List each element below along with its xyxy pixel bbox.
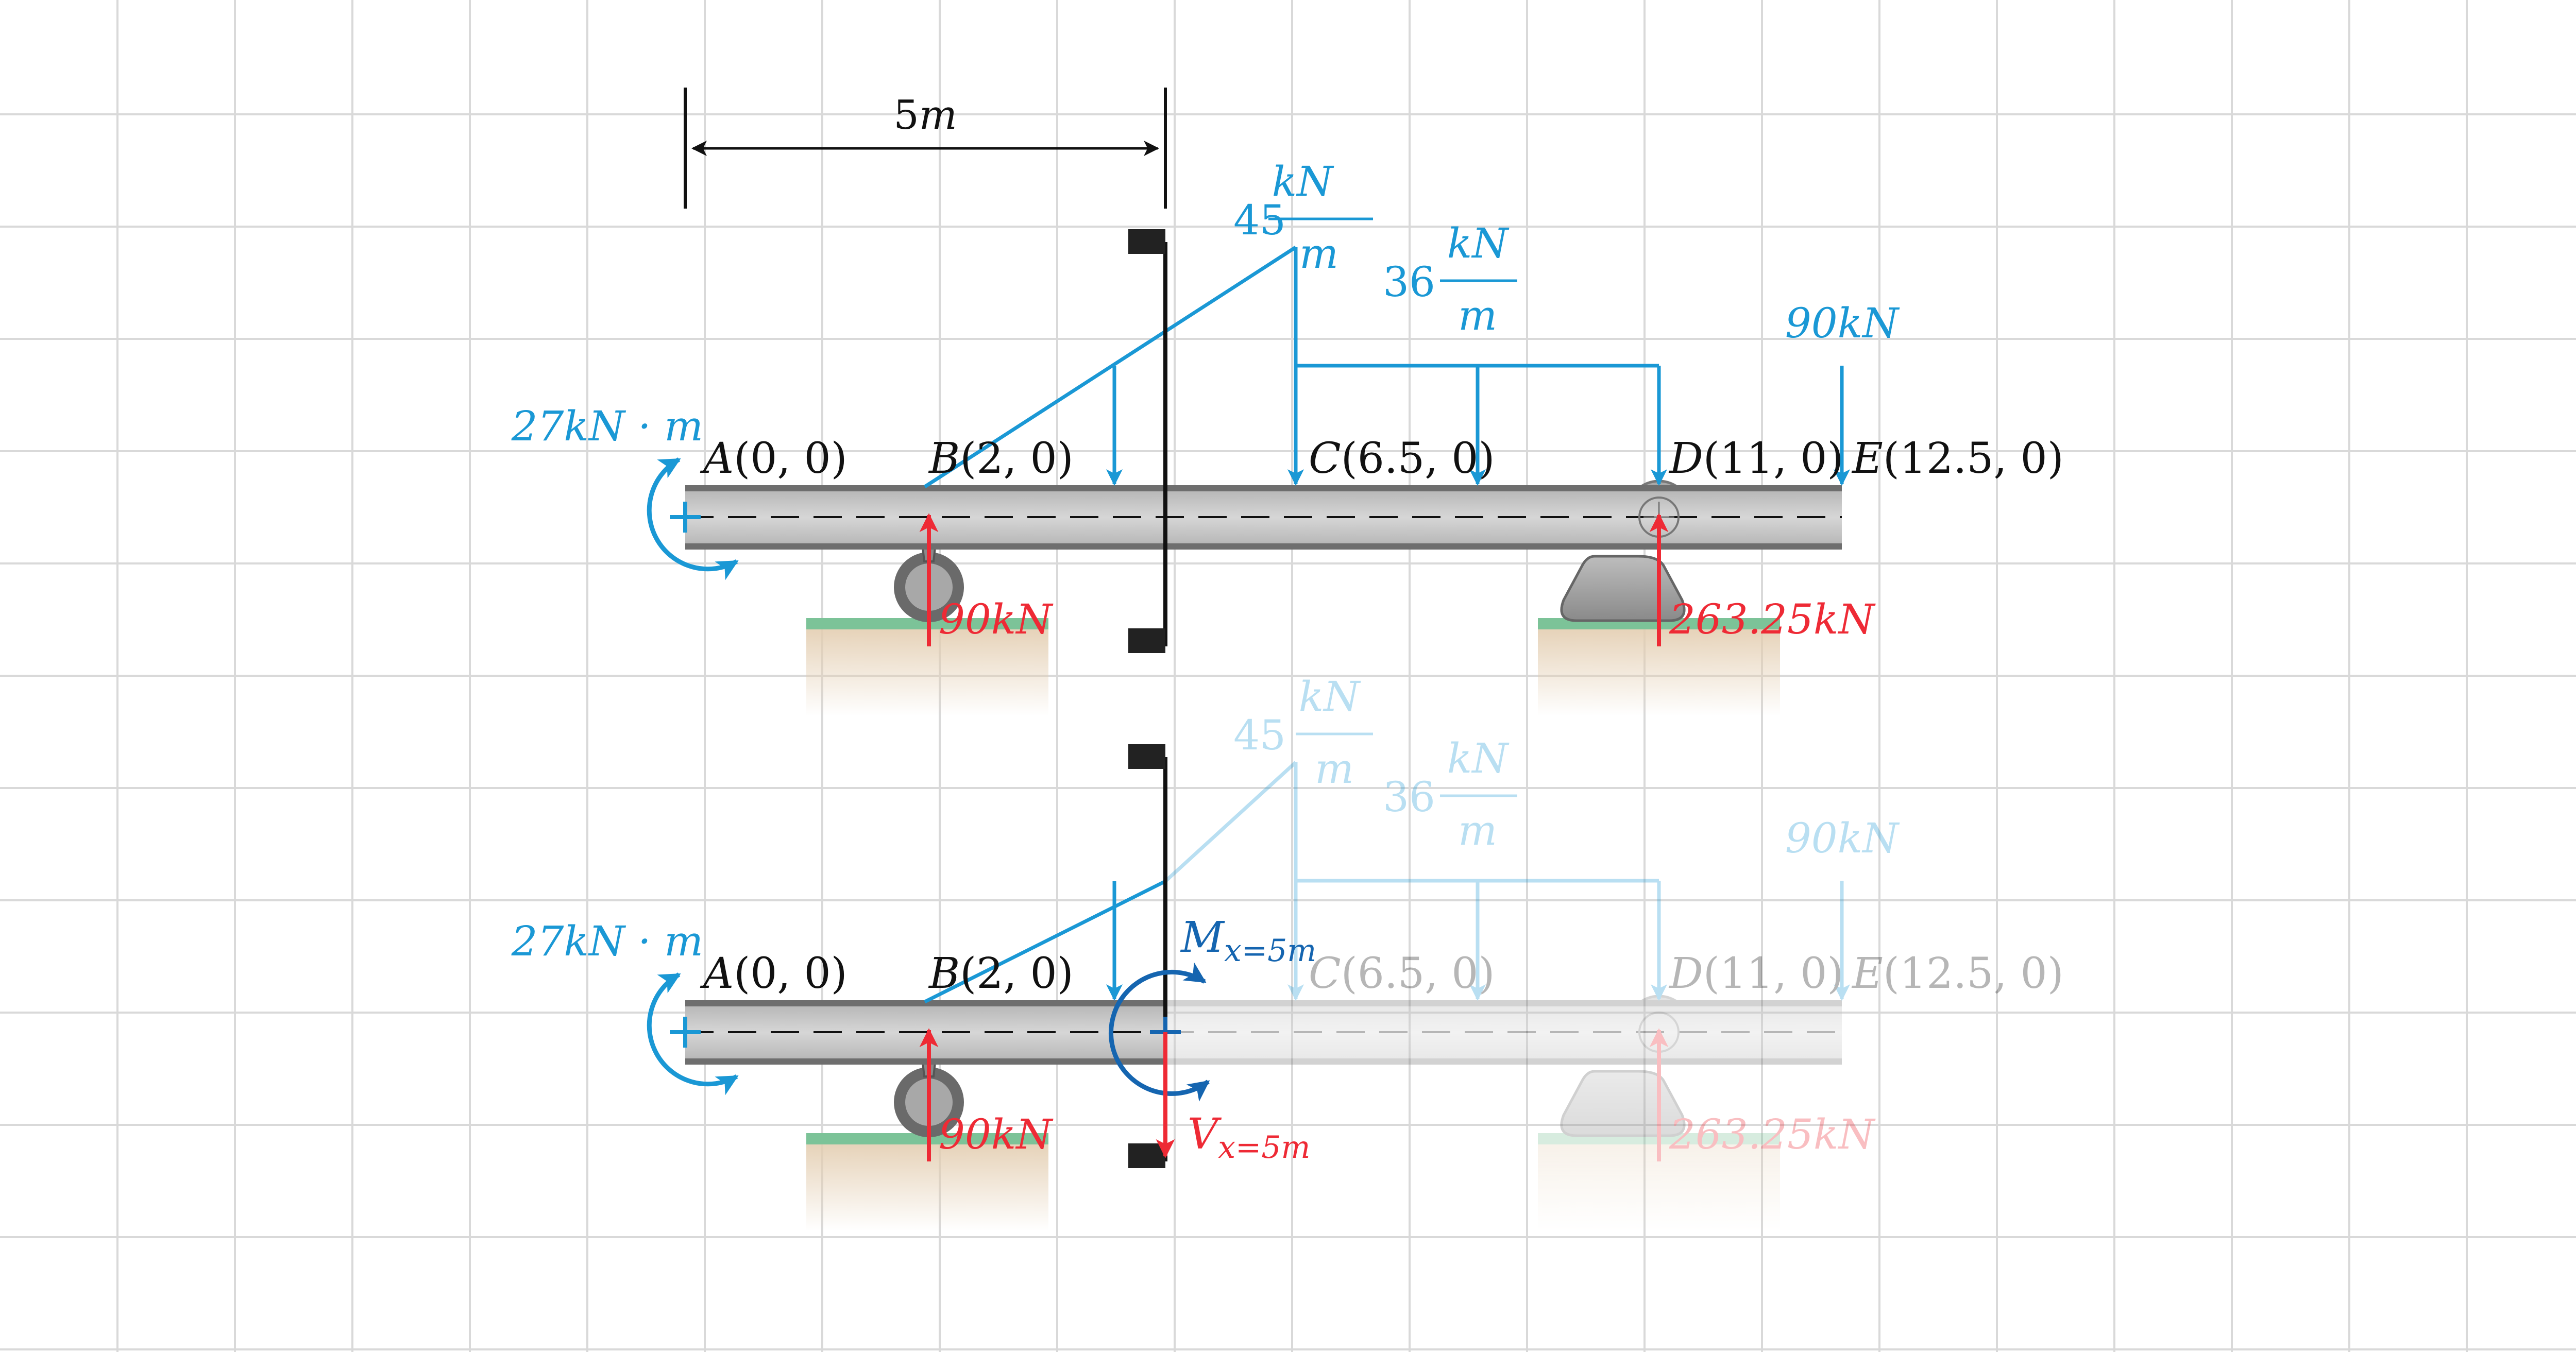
svg-text:D(11, 0): D(11, 0) [1668, 949, 1843, 998]
point-label-c: C(6.5, 0) [1309, 434, 1495, 483]
svg-text:m: m [1299, 230, 1338, 278]
point-load-label: 90kN [1785, 299, 1900, 347]
svg-text:36: 36 [1383, 773, 1435, 821]
reaction-b-section: 90kN [919, 1028, 1054, 1161]
applied-moment-label: 27kN · m [511, 402, 703, 450]
svg-text:90kN: 90kN [1785, 814, 1900, 862]
triangular-load-portion [924, 879, 1166, 1004]
svg-text:m: m [1315, 745, 1354, 793]
point-label-a-section: A(0, 0) [700, 949, 848, 998]
internal-moment-label: Mx=5m [1180, 913, 1316, 969]
removed-segment: 90kN 45 kN m 36 kN m 263.25kN C(6.5, 0) … [1164, 673, 2064, 1231]
full-beam-diagram: 90kN 45 kN m 36 kN m 27kN · m 90kN [511, 158, 2064, 716]
internal-shear-label: Vx=5m [1188, 1110, 1310, 1166]
svg-text:45: 45 [1233, 711, 1286, 759]
section-cut-top [1128, 229, 1167, 653]
reaction-b: 90kN [919, 513, 1054, 646]
section-cut-bottom [1128, 744, 1167, 1168]
svg-text:m: m [1458, 807, 1497, 854]
internal-shear: Vx=5m [1156, 1032, 1310, 1166]
svg-text:kN: kN [1447, 734, 1510, 782]
svg-text:263.25kN: 263.25kN [1669, 1110, 1876, 1158]
point-label-e: E(12.5, 0) [1851, 434, 2064, 483]
internal-moment: Mx=5m [1108, 913, 1316, 1102]
svg-text:90kN: 90kN [939, 1110, 1054, 1158]
svg-text:E(12.5, 0): E(12.5, 0) [1851, 949, 2064, 998]
reaction-d: 263.25kN [1649, 513, 1876, 646]
svg-text:kN: kN [1447, 219, 1510, 267]
section-free-body-diagram: 90kN 45 kN m 36 kN m 263.25kN C(6.5, 0) … [511, 673, 2064, 1231]
svg-text:36: 36 [1383, 258, 1435, 306]
svg-text:kN: kN [1299, 673, 1361, 721]
uniform-distributed-load [1296, 364, 1668, 486]
point-label-b: B(2, 0) [928, 434, 1074, 483]
svg-text:m: m [1458, 292, 1497, 339]
point-label-b-section: B(2, 0) [928, 949, 1074, 998]
svg-text:C(6.5, 0): C(6.5, 0) [1309, 949, 1495, 998]
point-label-a: A(0, 0) [700, 434, 848, 483]
label-uniform-load: 36 kN m [1383, 219, 1517, 339]
beam-left-segment [685, 1000, 1165, 1065]
point-label-d: D(11, 0) [1668, 434, 1843, 483]
dimension-label: 5m [893, 92, 957, 139]
svg-text:kN: kN [1272, 158, 1334, 206]
svg-text:27kN · m: 27kN · m [511, 917, 703, 965]
reaction-b-label: 90kN [939, 595, 1054, 643]
point-load-e: 90kN [1785, 299, 1900, 486]
dimension-5m: 5m [684, 88, 1167, 209]
label-triangular-peak: 45 kN m [1233, 158, 1373, 278]
reaction-d-label: 263.25kN [1669, 595, 1876, 643]
applied-moment-a-section: 27kN · m [511, 917, 739, 1096]
applied-moment-a: 27kN · m [511, 402, 739, 580]
